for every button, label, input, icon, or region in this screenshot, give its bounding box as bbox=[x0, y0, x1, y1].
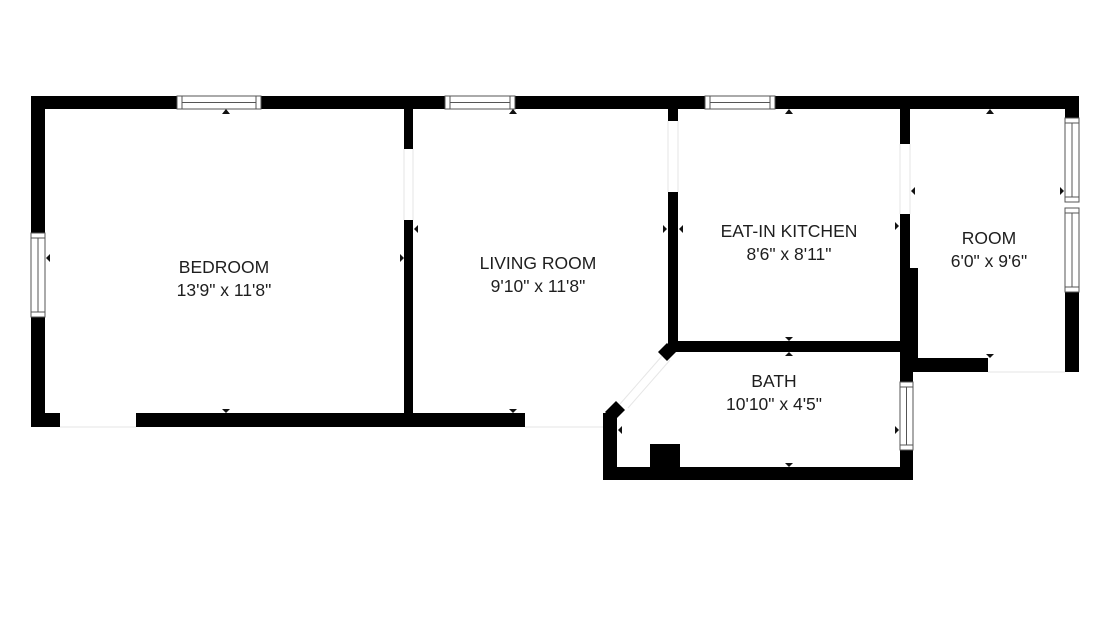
room-name: LIVING ROOM bbox=[479, 253, 597, 273]
room-label-bedroom: BEDROOM 13'9" x 11'8" bbox=[177, 256, 272, 302]
room-dimensions: 13'9" x 11'8" bbox=[176, 280, 272, 300]
room-dimensions: 9'10" x 11'8" bbox=[490, 276, 586, 296]
room-name: BATH bbox=[751, 371, 797, 391]
room-dimensions: 6'0" x 9'6" bbox=[950, 251, 1028, 271]
room-name: ROOM bbox=[961, 228, 1017, 248]
room-label-room: ROOM 6'0" x 9'6" bbox=[951, 227, 1028, 273]
windows bbox=[30, 95, 1080, 451]
room-dimensions: 10'10" x 4'5" bbox=[726, 394, 822, 414]
room-label-living-room: LIVING ROOM 9'10" x 11'8" bbox=[480, 252, 597, 298]
walls bbox=[31, 96, 1079, 480]
room-label-eat-in-kitchen: EAT-IN KITCHEN 8'6" x 8'11" bbox=[721, 220, 858, 266]
door-openings bbox=[60, 121, 1065, 428]
room-name: EAT-IN KITCHEN bbox=[720, 221, 858, 241]
room-dimensions: 8'6" x 8'11" bbox=[746, 244, 832, 264]
room-label-bath: BATH 10'10" x 4'5" bbox=[726, 370, 822, 416]
room-name: BEDROOM bbox=[178, 257, 270, 277]
dimension-markers bbox=[46, 109, 1064, 467]
